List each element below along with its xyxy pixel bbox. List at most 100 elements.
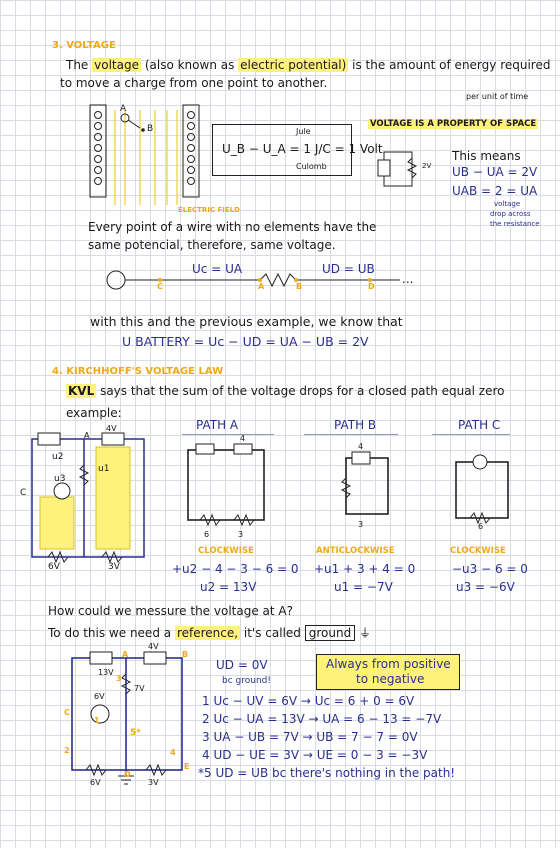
g-7v: 7V <box>134 684 145 693</box>
g-2: 2 <box>64 746 70 755</box>
per-unit-time-note: per unit of time <box>466 92 529 101</box>
tag-text: VOLTAGE IS A PROPERTY OF SPACE <box>368 119 539 129</box>
always-line2: to negative <box>356 672 425 686</box>
text: (also known as <box>144 58 235 72</box>
voltage-definition-line2: to move a charge from one point to anoth… <box>60 76 328 90</box>
formula-text: U_B − U_A = 1 J/C = 1 Volt <box>222 142 383 156</box>
step-1: 1 Uc − UV = 6V → Uc = 6 + 0 = 6V <box>202 694 415 708</box>
ground-box: ground <box>304 625 356 641</box>
reference-highlight: reference, <box>174 626 241 640</box>
ground-circuit <box>71 651 183 785</box>
path-b-title: PATH B <box>334 418 377 432</box>
path-a-4: 4 <box>240 434 246 443</box>
wire-text-line2: same potencial, therefore, same voltage. <box>88 238 336 252</box>
label-d: D <box>368 282 375 291</box>
g-a: A <box>122 650 129 659</box>
g-d: D <box>124 770 131 779</box>
g-4: 4 <box>170 748 176 757</box>
uc-ua-label: Uc = UA <box>192 262 243 276</box>
g-3v: 3V <box>148 778 159 787</box>
previous-example-text: with this and the previous example, we k… <box>90 314 403 329</box>
ex-u2: u2 <box>52 452 64 462</box>
g-b: B <box>182 650 189 659</box>
text: it's called <box>243 626 301 640</box>
ground-icon: ⏚ <box>359 626 372 640</box>
voltage-note-1: voltage <box>494 200 521 208</box>
g-e: E <box>184 762 190 771</box>
path-c-title: PATH C <box>458 418 501 432</box>
g-3: 3 <box>116 674 122 683</box>
eq-b2: u1 = −7V <box>334 580 393 594</box>
path-a-3: 3 <box>238 530 244 539</box>
eq-c2: u3 = −6V <box>456 580 515 594</box>
voltage-note-3: the resistance <box>490 220 540 228</box>
g-13v: 13V <box>98 668 114 677</box>
always-box <box>316 654 460 690</box>
g-6v-bottom: 6V <box>90 778 101 787</box>
section-4-title: 4. KIRCHHOFF'S VOLTAGE LAW <box>52 366 224 377</box>
voltage-note-2: drop across <box>490 210 531 218</box>
ellipsis: ... <box>402 272 414 286</box>
step-4: 4 UD − UE = 3V → UE = 0 − 3 = −3V <box>202 748 428 762</box>
path-b-direction: ANTICLOCKWISE <box>316 546 395 556</box>
eq-a1: +u2 − 4 − 3 − 6 = 0 <box>172 562 299 576</box>
culomb-label: Culomb <box>296 162 327 171</box>
electric-potential-highlight: electric potential) <box>238 58 349 72</box>
example-circuit <box>31 432 145 564</box>
uab-equation: UAB = 2 = UA <box>452 184 538 198</box>
example-label: example: <box>66 406 122 420</box>
wire-diagram <box>106 270 400 290</box>
ex-3v: 3V <box>108 562 120 572</box>
kvl-sentence: KVL says that the sum of the voltage dro… <box>66 384 504 398</box>
step-3: 3 UA − UB = 7V → UB = 7 − 7 = 0V <box>202 730 418 744</box>
formula-box <box>212 124 352 176</box>
charged-plates-diagram <box>89 104 200 205</box>
ex-c: C <box>20 488 27 498</box>
g-1: 1 <box>94 716 100 725</box>
label-b: B <box>296 282 303 291</box>
bc-ground-note: bc ground! <box>222 676 271 686</box>
kvl-text: says that the sum of the voltage drops f… <box>100 384 505 398</box>
measure-question: How could we messure the voltage at A? <box>48 604 293 618</box>
path-c-direction: CLOCKWISE <box>450 546 506 556</box>
ud-zero: UD = 0V <box>216 658 268 672</box>
text: is the amount of energy required <box>352 58 551 72</box>
jule-label: Jule <box>296 127 311 136</box>
property-of-space-tag: VOLTAGE IS A PROPERTY OF SPACE <box>368 119 539 129</box>
eq-b1: +u1 + 3 + 4 = 0 <box>314 562 416 576</box>
always-line1: Always from positive <box>326 657 451 671</box>
label-a: A <box>258 282 265 291</box>
path-a-title: PATH A <box>196 418 239 432</box>
path-b-4: 4 <box>358 442 364 451</box>
ex-a: A <box>84 431 90 440</box>
g-4v: 4V <box>148 642 159 651</box>
eq-a2: u2 = 13V <box>200 580 257 594</box>
text: To do this we need a <box>48 626 172 640</box>
electric-field-label: ELECTRIC FIELD <box>178 206 240 214</box>
g-c: C <box>64 708 70 717</box>
step-5: *5 UD = UB bc there's nothing in the pat… <box>198 766 456 780</box>
voltage-definition-line1: The voltage (also known as electric pote… <box>66 58 550 72</box>
paths-diagrams <box>182 434 510 527</box>
g-5: 5* <box>130 728 141 738</box>
ex-4v: 4V <box>106 424 117 433</box>
ex-6v: 6V <box>48 562 60 572</box>
ubattery-equation: U BATTERY = Uc − UD = UA − UB = 2V <box>122 334 369 349</box>
reference-sentence: To do this we need a reference, it's cal… <box>48 624 371 641</box>
path-b-3: 3 <box>358 520 364 529</box>
point-a-label: A <box>120 104 127 114</box>
g-6v: 6V <box>94 692 105 701</box>
two-volt-label: 2V <box>422 162 432 170</box>
path-a-6: 6 <box>204 530 210 539</box>
small-circuit-2v <box>377 151 418 187</box>
text: The <box>66 58 89 72</box>
kvl-highlight: KVL <box>66 384 97 398</box>
ub-ua-equation: UB − UA = 2V <box>452 165 538 179</box>
this-means-text: This means <box>452 149 521 163</box>
step-2: 2 Uc − UA = 13V → UA = 6 − 13 = −7V <box>202 712 442 726</box>
eq-c1: −u3 − 6 = 0 <box>452 562 528 576</box>
wire-text-line1: Every point of a wire with no elements h… <box>88 220 377 234</box>
label-c: C <box>157 282 163 291</box>
path-c-6: 6 <box>478 522 484 531</box>
